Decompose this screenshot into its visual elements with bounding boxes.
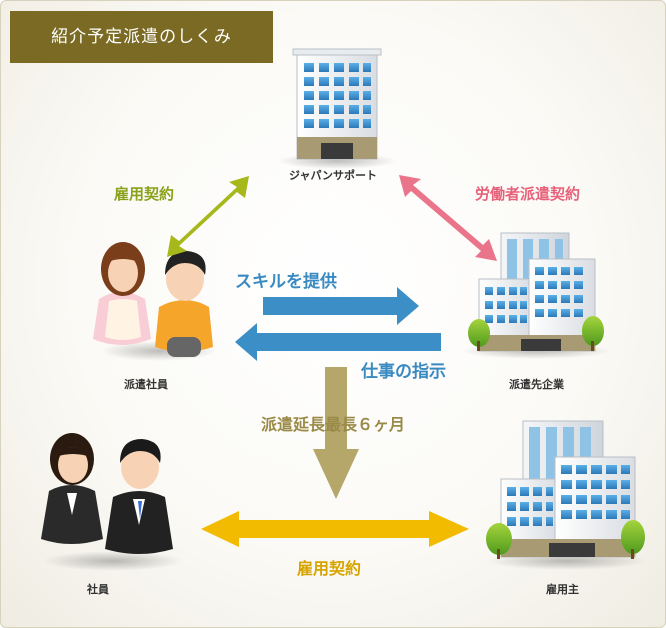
diagram-title: 紹介予定派遣のしくみ xyxy=(10,11,273,63)
employer-building-icon xyxy=(486,420,647,570)
japan-support-label: ジャパンサポート xyxy=(289,169,377,182)
employment-contract-bottom-label: 雇用契約 xyxy=(297,559,362,578)
client-company-building-icon xyxy=(461,232,611,359)
dispatched-employee-label: 派遣社員 xyxy=(124,378,168,391)
work-instructions-label: 仕事の指示 xyxy=(361,362,446,382)
employment-contract-arrow-bottom-icon xyxy=(201,511,469,547)
employment-contract-arrow-top-icon xyxy=(167,176,249,257)
japan-support-building-icon xyxy=(277,48,397,169)
dispatched-employees-icon xyxy=(93,242,217,361)
employment-contract-top-label: 雇用契約 xyxy=(114,185,175,203)
instructions-arrow-icon xyxy=(235,323,441,361)
client-company-label: 派遣先企業 xyxy=(509,378,564,391)
employee-label: 社員 xyxy=(87,583,109,596)
skills-arrow-icon xyxy=(263,287,419,325)
employer-label: 雇用主 xyxy=(546,583,579,596)
provide-skills-label: スキルを提供 xyxy=(235,272,337,292)
employees-icon xyxy=(41,433,183,571)
max-extension-label: 派遣延長最長６ヶ月 xyxy=(261,415,406,434)
extension-down-arrow-icon xyxy=(313,367,359,499)
dispatch-contract-arrow-icon xyxy=(399,175,497,261)
dispatch-contract-label: 労働者派遣契約 xyxy=(475,185,581,203)
